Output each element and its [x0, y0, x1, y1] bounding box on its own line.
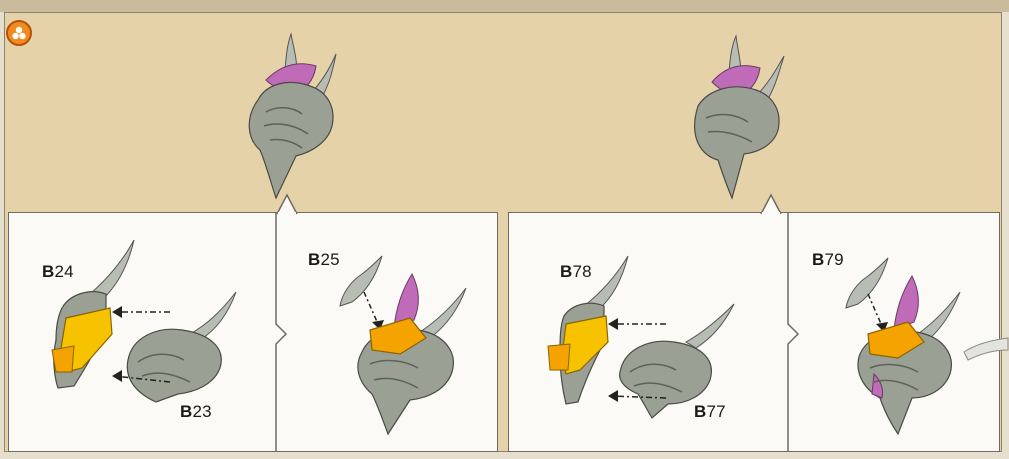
horn-edge-decoration — [962, 326, 1008, 366]
finished-head-right — [680, 32, 800, 202]
combined-head-left — [348, 268, 472, 438]
step-divider-right — [780, 212, 800, 452]
top-strip — [0, 0, 1009, 12]
combined-head-right — [850, 270, 974, 440]
assembly-arrows — [100, 300, 180, 400]
part-label-b79: B79 — [812, 250, 844, 270]
assembly-arrows — [596, 316, 676, 406]
step-divider-left — [268, 212, 288, 452]
callout-notch — [509, 191, 1001, 221]
assembly-badge-icon — [6, 20, 32, 46]
callout-notch — [9, 191, 499, 221]
finished-head-left — [236, 30, 356, 200]
